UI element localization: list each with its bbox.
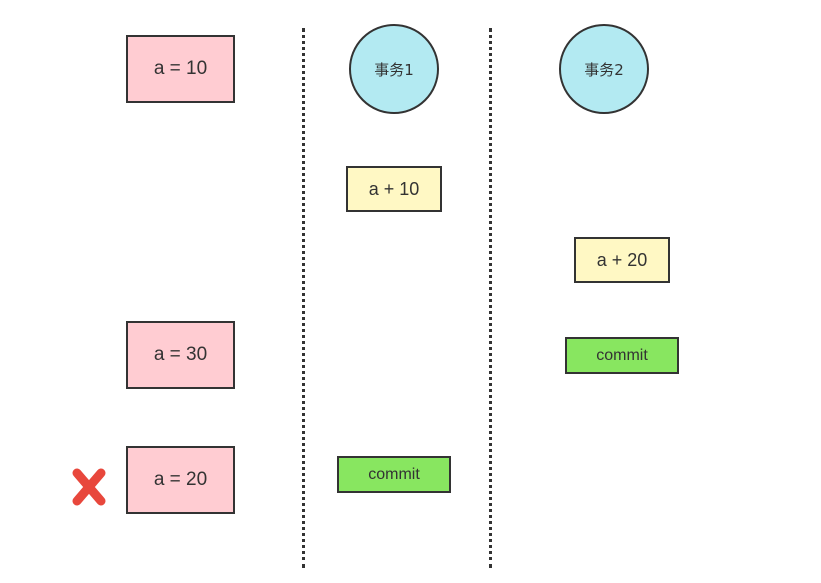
- value-box-label: a = 10: [153, 58, 208, 79]
- value-box-label: a = 20: [153, 469, 208, 490]
- red-cross-icon: [72, 468, 106, 506]
- op-label: a + 20: [596, 249, 648, 270]
- value-box-a-30: a = 30: [126, 321, 235, 389]
- op-label: a + 10: [368, 178, 420, 199]
- transaction-2-node: 事务2: [559, 24, 649, 114]
- commit-label: commit: [368, 465, 420, 483]
- tx2-op-a-plus-20: a + 20: [574, 237, 670, 283]
- commit-label: commit: [596, 346, 648, 364]
- tx2-commit-box: commit: [565, 337, 679, 374]
- value-box-label: a = 30: [153, 344, 208, 365]
- value-box-a-20: a = 20: [126, 446, 235, 514]
- transaction-2-label: 事务2: [584, 60, 624, 79]
- tx1-commit-box: commit: [337, 456, 451, 493]
- transaction-1-node: 事务1: [349, 24, 439, 114]
- transaction-1-label: 事务1: [374, 60, 414, 79]
- value-box-a-10: a = 10: [126, 35, 235, 103]
- divider-left: [302, 28, 305, 568]
- divider-right: [489, 28, 492, 568]
- tx1-op-a-plus-10: a + 10: [346, 166, 442, 212]
